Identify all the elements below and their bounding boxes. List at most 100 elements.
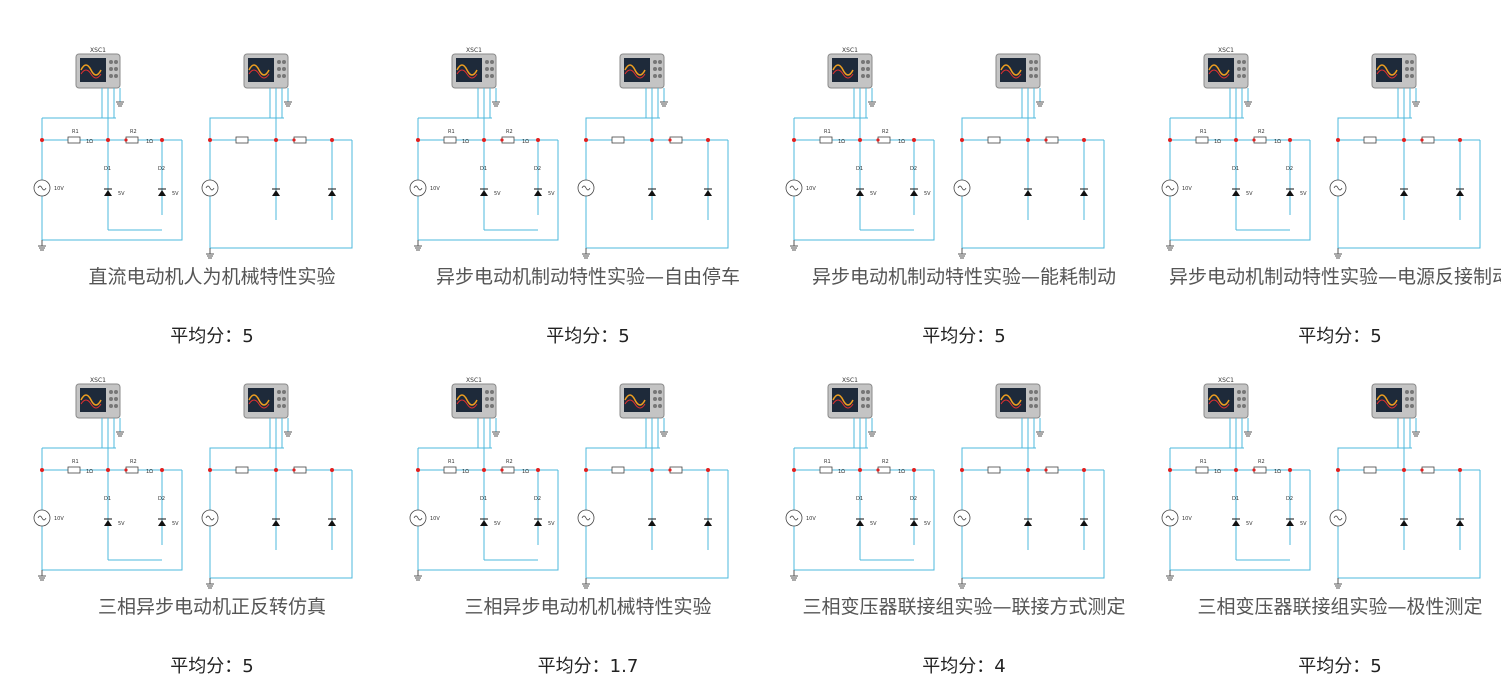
svg-text:1Ω: 1Ω [462,469,469,475]
experiment-card[interactable]: XSC1 [784,40,1144,347]
score-value: 5 [242,656,254,677]
svg-text:5V: 5V [494,191,501,197]
svg-text:XSC1: XSC1 [1218,47,1234,54]
experiment-title[interactable]: 异步电动机制动特性实验—自由停车 [435,266,740,288]
svg-text:D1: D1 [1232,496,1239,502]
svg-text:1Ω: 1Ω [1274,139,1281,145]
svg-text:1Ω: 1Ω [86,469,93,475]
svg-text:R1: R1 [72,459,79,465]
svg-text:D1: D1 [856,496,863,502]
svg-text:R2: R2 [506,459,513,465]
experiment-card[interactable]: XSC1 [1160,370,1501,677]
svg-text:R2: R2 [130,129,137,135]
score-value: 5 [1370,326,1382,347]
svg-text:XSC1: XSC1 [842,47,858,54]
experiment-title[interactable]: 异步电动机制动特性实验—能耗制动 [811,266,1116,288]
svg-text:10V: 10V [806,516,816,522]
score-label: 平均分： [170,326,243,347]
svg-text:D2: D2 [1286,496,1293,502]
svg-text:D2: D2 [910,166,917,172]
svg-text:10V: 10V [430,516,440,522]
svg-text:1Ω: 1Ω [522,469,529,475]
svg-text:5V: 5V [494,521,501,527]
svg-text:10V: 10V [54,516,64,522]
svg-text:R1: R1 [72,129,79,135]
experiment-card[interactable]: XSC1 [408,40,768,347]
score-label: 平均分： [922,326,995,347]
experiment-title[interactable]: 直流电动机人为机械特性实验 [88,266,336,288]
svg-text:D2: D2 [158,496,165,502]
svg-text:XSC1: XSC1 [1218,377,1234,384]
circuit-thumbnail[interactable]: XSC1 [784,370,1144,590]
oscilloscope-icon: XSC1 [451,47,497,89]
circuit-thumbnail[interactable]: XSC1 [32,370,392,590]
svg-text:R1: R1 [448,129,455,135]
score-value: 5 [242,326,254,347]
experiment-title[interactable]: 三相变压器联接组实验—极性测定 [1197,596,1483,618]
score-label: 平均分： [546,326,619,347]
svg-text:R1: R1 [824,459,831,465]
circuit-thumbnail[interactable]: XSC1 [1160,370,1501,590]
circuit-thumbnail[interactable]: XSC1 [408,40,768,260]
oscilloscope-icon: XSC1 [75,47,121,89]
score-label: 平均分： [1298,326,1371,347]
svg-text:R2: R2 [882,129,889,135]
oscilloscope-icon: XSC1 [1203,377,1249,419]
experiment-title[interactable]: 三相异步电动机正反转仿真 [97,596,326,618]
score-label: 平均分： [922,656,995,677]
experiment-card[interactable]: XSC1 [408,370,768,677]
score-value: 5 [994,326,1006,347]
svg-text:R2: R2 [1258,129,1265,135]
circuit-thumbnail[interactable]: XSC1 [784,40,1144,260]
experiment-card[interactable]: XSC1 [32,40,392,347]
svg-text:10V: 10V [54,186,64,192]
experiment-card[interactable]: XSC1 [1160,40,1501,347]
oscilloscope-icon: XSC1 [1203,47,1249,89]
svg-text:1Ω: 1Ω [898,139,905,145]
score-label: 平均分： [170,656,243,677]
svg-text:D1: D1 [856,166,863,172]
average-score: 平均分：4 [784,654,1144,680]
average-score: 平均分：5 [32,654,392,680]
oscilloscope-icon: XSC1 [827,377,873,419]
average-score: 平均分：5 [784,324,1144,350]
svg-text:5V: 5V [1246,191,1253,197]
svg-text:D2: D2 [910,496,917,502]
experiment-title[interactable]: 三相变压器联接组实验—联接方式测定 [802,596,1126,618]
experiment-title[interactable]: 三相异步电动机机械特性实验 [464,596,712,618]
score-value: 1.7 [609,656,639,677]
svg-text:5V: 5V [118,521,125,527]
oscilloscope-icon: XSC1 [827,47,873,89]
svg-text:1Ω: 1Ω [146,139,153,145]
circuit-thumbnail[interactable]: XSC1 [408,370,768,590]
svg-text:1Ω: 1Ω [146,469,153,475]
svg-text:D2: D2 [158,166,165,172]
oscilloscope-icon [619,383,665,419]
svg-text:1Ω: 1Ω [838,469,845,475]
svg-text:D2: D2 [534,496,541,502]
svg-text:5V: 5V [172,521,179,527]
svg-text:R1: R1 [1200,459,1207,465]
circuit-thumbnail[interactable]: XSC1 [32,40,392,260]
svg-text:5V: 5V [548,521,555,527]
svg-text:10V: 10V [1182,186,1192,192]
experiment-card[interactable]: XSC1 [32,370,392,677]
experiment-card[interactable]: XSC1 [784,370,1144,677]
circuit-thumbnail[interactable]: XSC1 [1160,40,1501,260]
svg-text:5V: 5V [1246,521,1253,527]
svg-text:5V: 5V [1300,521,1307,527]
svg-text:5V: 5V [924,521,931,527]
score-label: 平均分： [537,656,610,677]
svg-text:1Ω: 1Ω [1214,469,1221,475]
svg-text:D2: D2 [534,166,541,172]
svg-text:5V: 5V [1300,191,1307,197]
experiment-title[interactable]: 异步电动机制动特性实验—电源反接制动 [1168,266,1501,288]
svg-text:D1: D1 [104,496,111,502]
svg-text:1Ω: 1Ω [838,139,845,145]
svg-text:XSC1: XSC1 [842,377,858,384]
svg-text:XSC1: XSC1 [466,377,482,384]
svg-text:R2: R2 [882,459,889,465]
oscilloscope-icon [995,383,1041,419]
svg-text:1Ω: 1Ω [898,469,905,475]
svg-text:R1: R1 [448,459,455,465]
